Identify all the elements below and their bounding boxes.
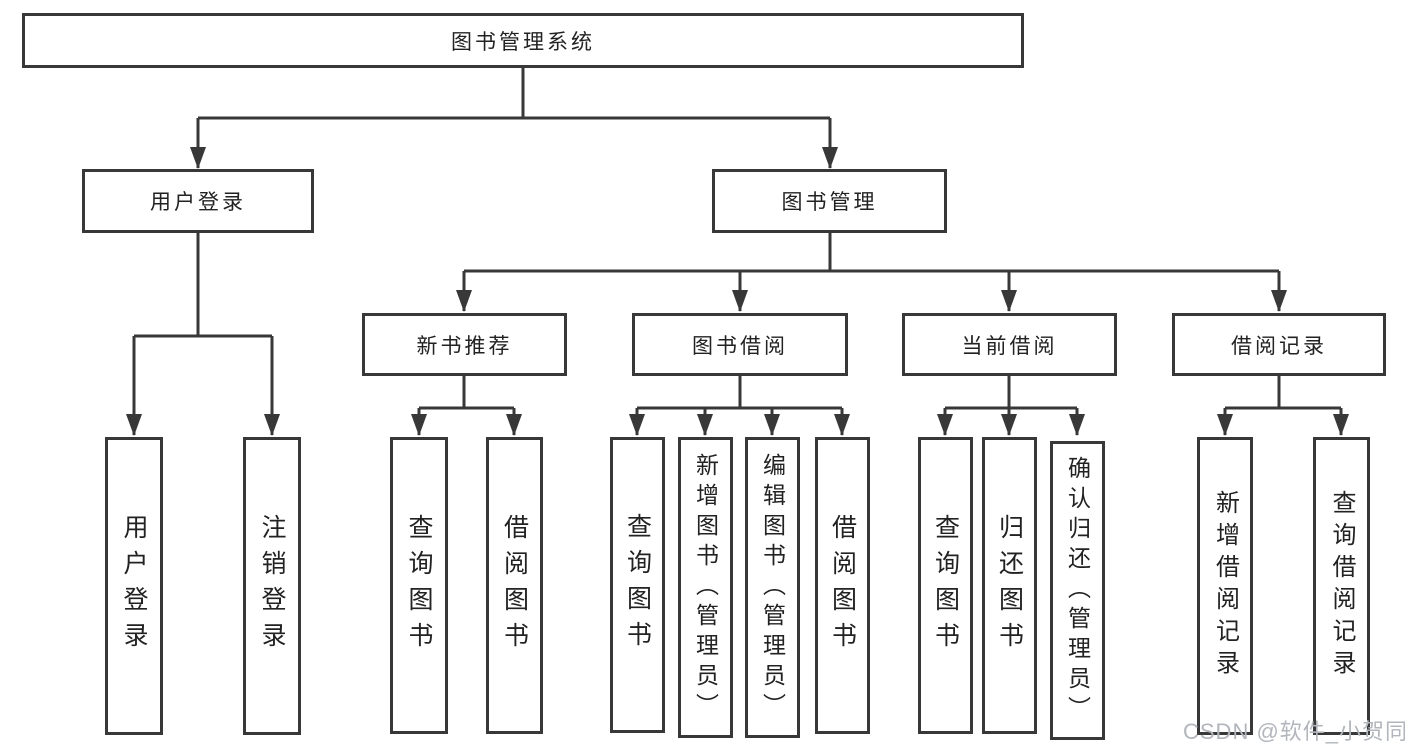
node-user-login: 用户登录 bbox=[82, 169, 314, 233]
leaf-edit-book-admin: 编辑图书（管理员） bbox=[745, 437, 800, 738]
leaf-query-borrow-record: 查询借阅记录 bbox=[1313, 437, 1370, 735]
leaf-borrow-books: 借阅图书 bbox=[815, 437, 870, 734]
node-label: 图书借阅 bbox=[692, 334, 788, 358]
node-label: 查询图书 bbox=[405, 513, 433, 658]
leaf-borrow-books-recommend: 借阅图书 bbox=[486, 437, 543, 734]
leaf-query-books-current: 查询图书 bbox=[918, 437, 973, 734]
node-label: 用户登录 bbox=[150, 191, 246, 214]
leaf-return-books: 归还图书 bbox=[982, 437, 1037, 734]
leaf-user-login: 用户登录 bbox=[105, 437, 163, 735]
node-label: 当前借阅 bbox=[961, 334, 1058, 358]
node-book-management: 图书管理 bbox=[712, 169, 947, 233]
node-label: 查询借阅记录 bbox=[1328, 490, 1355, 682]
leaf-query-books-borrow: 查询图书 bbox=[610, 437, 665, 733]
node-book-borrow: 图书借阅 bbox=[632, 313, 848, 376]
node-label: 借阅图书 bbox=[500, 513, 529, 658]
leaf-query-books-recommend: 查询图书 bbox=[390, 437, 448, 734]
node-label: 借阅记录 bbox=[1231, 334, 1327, 358]
node-label: 图书管理 bbox=[781, 191, 878, 214]
node-label: 确认归还（管理员） bbox=[1064, 455, 1091, 726]
leaf-add-borrow-record: 新增借阅记录 bbox=[1197, 437, 1253, 735]
node-borrow-records: 借阅记录 bbox=[1172, 313, 1386, 376]
node-label: 图书管理系统 bbox=[451, 30, 595, 54]
leaf-confirm-return-admin: 确认归还（管理员） bbox=[1050, 441, 1105, 740]
node-label: 新增图书（管理员） bbox=[692, 452, 719, 723]
node-current-borrow: 当前借阅 bbox=[902, 313, 1117, 376]
node-label: 新增借阅记录 bbox=[1211, 490, 1239, 682]
node-label: 归还图书 bbox=[995, 513, 1024, 658]
node-label: 新书推荐 bbox=[416, 334, 513, 358]
leaf-add-book-admin: 新增图书（管理员） bbox=[678, 437, 733, 738]
node-new-book-recommend: 新书推荐 bbox=[362, 313, 567, 376]
node-root: 图书管理系统 bbox=[22, 13, 1024, 68]
node-label: 注销登录 bbox=[258, 514, 286, 658]
node-label: 借阅图书 bbox=[828, 513, 857, 658]
node-label: 查询图书 bbox=[623, 513, 652, 657]
node-label: 用户登录 bbox=[120, 514, 148, 658]
node-label: 编辑图书（管理员） bbox=[759, 452, 786, 723]
node-label: 查询图书 bbox=[931, 513, 960, 658]
leaf-logout: 注销登录 bbox=[243, 437, 301, 735]
csdn-watermark: CSDN @软件_小贺同学 bbox=[1183, 719, 1405, 744]
